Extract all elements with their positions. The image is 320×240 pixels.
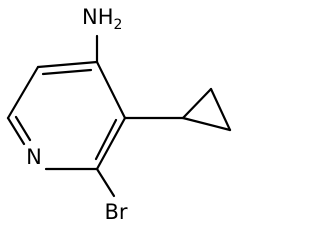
bond-c2-c3-inner xyxy=(94,118,118,161)
bond-c5-c6 xyxy=(6,65,40,120)
bond-c6-n1-inner xyxy=(14,115,32,142)
bond-c3-c4 xyxy=(95,60,127,120)
bond-c2-br xyxy=(95,167,116,198)
bond-cp-1 xyxy=(181,87,213,120)
molecule-structure: NH2 N Br xyxy=(6,5,232,224)
bond-c4-c5 xyxy=(36,60,99,69)
bond-cp-3 xyxy=(181,116,232,132)
bond-c2-c3 xyxy=(95,116,127,171)
bond-c4-c5-inner xyxy=(41,68,93,76)
atom-labels: NH2 N Br xyxy=(26,5,128,224)
bonds xyxy=(6,34,232,198)
amine-label-subscript: 2 xyxy=(114,17,123,33)
bond-c6-n1 xyxy=(6,116,26,146)
bromine-label: Br xyxy=(104,200,127,224)
amine-label-main: NH xyxy=(82,5,114,29)
bond-cp-2 xyxy=(209,87,232,132)
ring-nitrogen-label: N xyxy=(26,145,42,169)
amine-label: NH2 xyxy=(82,5,122,33)
